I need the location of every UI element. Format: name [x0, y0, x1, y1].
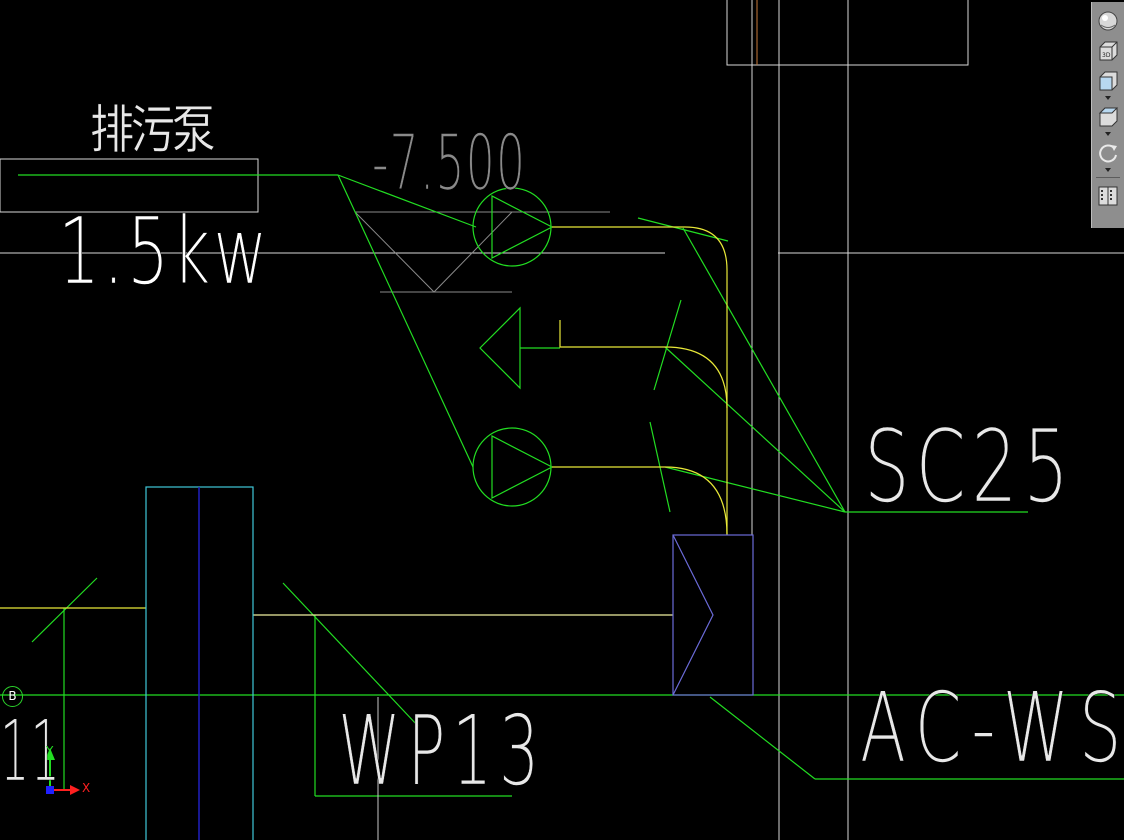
- tick-mark: [653, 299, 682, 391]
- level-elevation-label[interactable]: -7.500: [372, 118, 527, 208]
- pump-name-label[interactable]: 排污泵: [90, 101, 216, 162]
- layout-grid-icon: [1098, 186, 1118, 206]
- pump-arrow: [491, 435, 554, 499]
- panel-box[interactable]: [672, 534, 754, 696]
- view-top-dropdown-icon[interactable]: [1105, 132, 1111, 136]
- leader-line: [664, 346, 846, 513]
- panel-symbol: [672, 534, 714, 696]
- steering-wheel-icon: [1098, 11, 1118, 31]
- wiring: [0, 226, 728, 616]
- pump-arrow: [491, 195, 554, 259]
- pump-symbol[interactable]: [472, 427, 552, 507]
- grid-bubble[interactable]: B: [2, 686, 23, 707]
- view-front-dropdown-icon[interactable]: [1105, 96, 1111, 100]
- cube-front-icon: [1099, 71, 1118, 91]
- view-toolbar: 3D: [1091, 2, 1124, 228]
- grid-number-label[interactable]: 11: [0, 702, 61, 801]
- leader-line: [682, 227, 846, 513]
- view-top-button[interactable]: [1095, 104, 1121, 130]
- float-switch-symbol[interactable]: [479, 306, 521, 390]
- tick-mark: [637, 217, 729, 242]
- wire: [559, 320, 728, 409]
- orbit-icon: [1099, 144, 1117, 163]
- ucs-icon: [45, 748, 80, 795]
- circuit-label[interactable]: WP13: [338, 695, 546, 808]
- view-cube-3d-button[interactable]: 3D: [1095, 38, 1121, 64]
- orbit-dropdown-icon[interactable]: [1105, 168, 1111, 172]
- leader-lines: [0, 174, 1124, 797]
- ucs-x-label: X: [82, 781, 91, 795]
- ucs-origin: [46, 786, 54, 794]
- steering-wheel-button[interactable]: [1095, 8, 1121, 34]
- pump-power-label[interactable]: 1.5kw: [58, 198, 271, 306]
- conduit-label[interactable]: SC25: [864, 408, 1075, 526]
- column: [145, 486, 254, 840]
- cube-3d-icon: 3D: [1099, 41, 1118, 61]
- wire: [552, 466, 728, 536]
- control-panel[interactable]: [672, 534, 754, 696]
- level-triangle: [354, 211, 513, 293]
- toolbar-separator: [1096, 177, 1120, 178]
- view-front-button[interactable]: [1095, 68, 1121, 94]
- ucs-y-label: Y: [46, 744, 54, 758]
- leader-line: [664, 466, 846, 513]
- ucs-x-arrow: [70, 785, 80, 795]
- title-box: [0, 158, 259, 213]
- room-outline: [726, 0, 969, 66]
- tick-mark: [282, 582, 419, 727]
- orbit-button[interactable]: [1095, 140, 1121, 166]
- ucs-y-arrow: [45, 748, 55, 760]
- tick-mark: [31, 577, 98, 643]
- viewport-layout-button[interactable]: [1095, 183, 1121, 209]
- leader-line: [709, 696, 816, 780]
- cube-top-icon: [1098, 107, 1119, 127]
- leader-line: [337, 174, 477, 228]
- svg-text:3D: 3D: [1102, 52, 1111, 59]
- level-marker: [354, 211, 610, 293]
- wire: [552, 226, 728, 535]
- leader-line: [337, 174, 474, 468]
- panel-label[interactable]: AC-WS: [860, 672, 1124, 785]
